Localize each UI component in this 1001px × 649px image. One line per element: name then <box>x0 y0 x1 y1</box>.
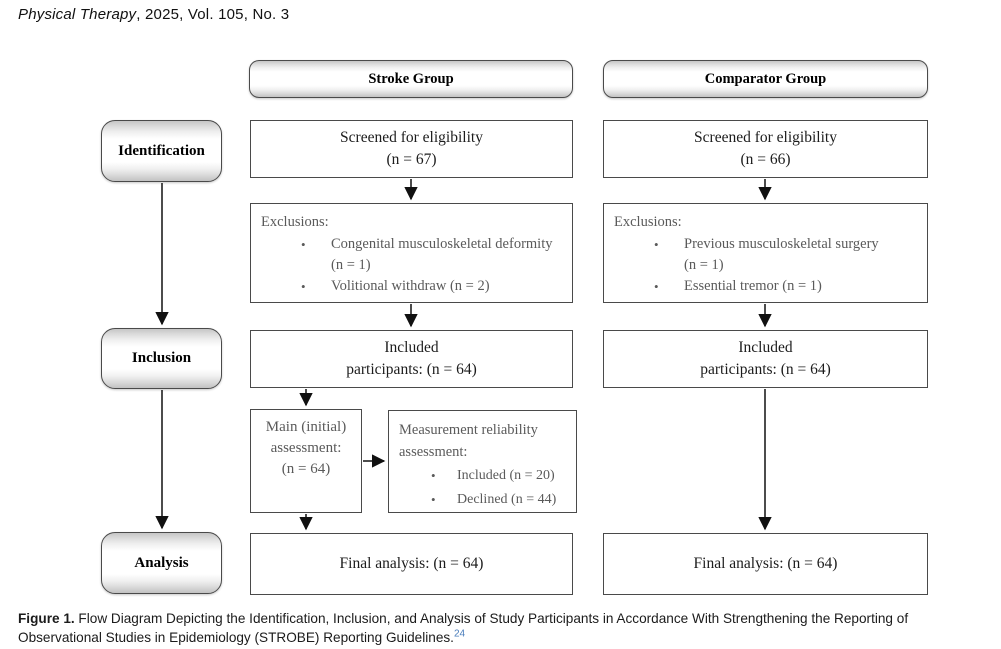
column-header-comparator-label: Comparator Group <box>704 70 827 87</box>
comparator-final-label: Final analysis: (n = 64) <box>693 555 838 572</box>
citation-reference-link[interactable]: 24 <box>453 628 466 640</box>
comparator-screened-box: Screened for eligibility (n = 66) <box>603 120 928 178</box>
main-assessment-line1: Main (initial) <box>265 419 347 435</box>
reliability-assessment-box: Measurement reliability assessment: • In… <box>388 410 577 513</box>
stroke-final-box: Final analysis: (n = 64) <box>250 533 573 595</box>
stroke-exclusions-box: Exclusions: • Congenital musculoskeletal… <box>250 203 573 303</box>
stroke-included-line1: Included <box>384 339 439 356</box>
figure-caption-label: Figure 1. <box>18 611 75 626</box>
main-assessment-line2: assessment: <box>270 440 342 456</box>
bullet-icon: • <box>654 237 659 252</box>
stroke-exclusion-item: • Volitional withdraw (n = 2) <box>261 276 564 297</box>
stage-inclusion-label: Inclusion <box>131 350 192 366</box>
reliability-item: • Declined (n = 44) <box>399 489 570 511</box>
reliability-item: • Included (n = 20) <box>399 465 570 487</box>
journal-header: Physical Therapy, 2025, Vol. 105, No. 3 <box>18 6 289 23</box>
stage-identification: Identification <box>101 120 222 182</box>
main-assessment-count: (n = 64) <box>281 461 331 477</box>
stage-analysis: Analysis <box>101 532 222 594</box>
stroke-exclusion-1-line1: Congenital musculoskeletal deformity <box>331 236 553 252</box>
comparator-exclusion-1-line1: Previous musculoskeletal surgery <box>684 236 879 252</box>
comparator-screened-line1: Screened for eligibility <box>694 129 837 146</box>
figure-caption-text: Flow Diagram Depicting the Identificatio… <box>18 611 909 646</box>
comparator-included-line1: Included <box>738 339 793 356</box>
stroke-screened-count: (n = 67) <box>386 151 437 168</box>
reliability-declined: Declined (n = 44) <box>457 492 557 507</box>
column-header-comparator: Comparator Group <box>603 60 928 98</box>
journal-name: Physical Therapy <box>18 6 137 23</box>
stage-inclusion: Inclusion <box>101 328 222 389</box>
comparator-exclusions-title: Exclusions: <box>614 214 682 230</box>
stroke-exclusions-title: Exclusions: <box>261 214 329 230</box>
stroke-exclusion-item: • Congenital musculoskeletal deformity (… <box>261 234 564 276</box>
stroke-included-count: participants: (n = 64) <box>346 361 477 378</box>
comparator-exclusion-item: • Essential tremor (n = 1) <box>614 276 919 297</box>
column-header-stroke-label: Stroke Group <box>368 70 454 87</box>
stroke-screened-box: Screened for eligibility (n = 67) <box>250 120 573 178</box>
column-header-stroke: Stroke Group <box>249 60 573 98</box>
bullet-icon: • <box>301 279 306 294</box>
comparator-included-box: Included participants: (n = 64) <box>603 330 928 388</box>
comparator-exclusion-item: • Previous musculoskeletal surgery (n = … <box>614 234 919 276</box>
reliability-line1: Measurement reliability <box>399 422 538 438</box>
stage-analysis-label: Analysis <box>134 554 189 571</box>
comparator-exclusion-2-line1: Essential tremor (n = 1) <box>684 278 822 294</box>
reliability-included: Included (n = 20) <box>457 468 555 483</box>
bullet-icon: • <box>431 492 436 507</box>
comparator-screened-count: (n = 66) <box>740 151 791 168</box>
stroke-screened-line1: Screened for eligibility <box>340 129 483 146</box>
stage-identification-label: Identification <box>118 142 205 159</box>
comparator-exclusions-box: Exclusions: • Previous musculoskeletal s… <box>603 203 928 303</box>
main-assessment-box: Main (initial) assessment: (n = 64) <box>250 409 362 513</box>
stroke-included-box: Included participants: (n = 64) <box>250 330 573 388</box>
bullet-icon: • <box>431 468 436 483</box>
stroke-exclusion-1-line2: (n = 1) <box>331 257 371 273</box>
journal-issue: , 2025, Vol. 105, No. 3 <box>136 6 290 23</box>
comparator-final-box: Final analysis: (n = 64) <box>603 533 928 595</box>
bullet-icon: • <box>301 237 306 252</box>
reliability-line2: assessment: <box>399 444 468 460</box>
bullet-icon: • <box>654 279 659 294</box>
comparator-included-count: participants: (n = 64) <box>700 361 831 378</box>
comparator-exclusion-1-line2: (n = 1) <box>684 257 724 273</box>
stroke-final-label: Final analysis: (n = 64) <box>339 555 484 572</box>
stroke-exclusion-2-line1: Volitional withdraw (n = 2) <box>331 278 490 294</box>
figure-caption: Figure 1. Flow Diagram Depicting the Ide… <box>18 609 990 648</box>
